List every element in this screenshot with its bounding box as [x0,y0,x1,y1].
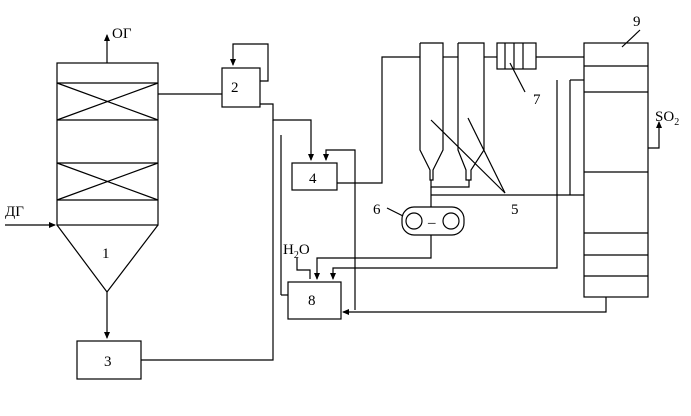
so2-outlet-arrow [648,121,662,149]
apparatus-2 [221,67,261,108]
label-7: 7 [533,92,541,108]
label-3: 3 [104,354,112,370]
label-6-dash: – [427,215,436,231]
flow-6-to-8 [314,235,432,280]
apparatus-5 [419,42,584,210]
apparatus-7 [496,42,584,93]
apparatus-8 [287,281,342,320]
label-1: 1 [102,246,110,262]
label-6: 6 [373,202,381,218]
apparatus-4 [291,162,338,191]
flow-2-to-4 [260,103,314,161]
flow-return-to-4 [323,149,356,310]
flow-9-to-8 [330,80,558,280]
flow-2-recycle [230,43,269,82]
so2-label: SO2 [655,109,679,128]
flow-4-to-5 [337,56,420,184]
apparatus-6 [386,206,465,236]
flow-9-bottom-to-8 [342,297,607,315]
label-2: 2 [231,80,239,96]
h2o-label: H2O [283,242,310,261]
apparatus-3 [76,340,142,380]
label-8: 8 [308,293,316,309]
apparatus-1 [56,62,159,293]
label-9: 9 [633,14,641,30]
dg-label: ДГ [5,204,24,220]
flow-h2o-to-8 [296,258,311,279]
og-label: ОГ [112,26,132,42]
label-5: 5 [511,202,519,218]
flow-3-line [141,120,274,361]
label-4: 4 [309,171,317,187]
apparatus-9 [569,29,649,298]
